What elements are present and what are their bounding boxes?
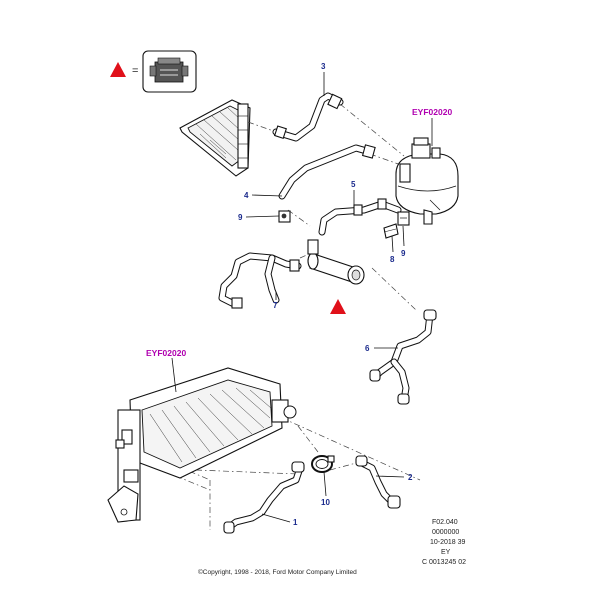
hose-1 [223, 461, 305, 534]
copyright-notice: ©Copyright, 1998 - 2018, Ford Motor Comp… [198, 568, 357, 576]
legend-equals-sign: = [132, 65, 138, 77]
clip-9-left [278, 210, 291, 223]
clamp-10 [311, 455, 335, 473]
hose-7 [218, 252, 302, 309]
reference-left: EYF02020 [146, 348, 186, 358]
expansion-tank [395, 137, 459, 225]
footer-info: F02.040 0000000 10-2018 39 EY C 0013245 … [422, 519, 466, 566]
callout-1: 1 [293, 518, 298, 527]
leader-lines [171, 72, 433, 523]
main-radiator-fins [149, 387, 272, 463]
footer-line-2: 0000000 [432, 529, 459, 536]
upper-radiator-panel [179, 99, 251, 177]
clip-9-right [397, 211, 410, 226]
intercooler-tube [307, 239, 365, 285]
main-radiator [107, 367, 297, 523]
footer-line-4: EY [441, 549, 451, 556]
callout-9-left: 9 [238, 213, 243, 222]
hose-4 [278, 144, 376, 200]
callout-labels: 3 4 5 9 9 8 7 6 1 2 10 [238, 62, 413, 527]
hose-3 [272, 92, 344, 142]
legend: = [110, 50, 197, 93]
hose-6 [369, 309, 437, 405]
callout-10: 10 [321, 498, 330, 507]
callout-3: 3 [321, 62, 326, 71]
callout-7: 7 [273, 301, 278, 310]
hose-5 [318, 198, 402, 236]
footer-line-1: F02.040 [432, 519, 458, 526]
upper-radiator-fins [195, 107, 242, 161]
footer-line-3: 10-2018 39 [430, 539, 466, 546]
reference-top-right: EYF02020 [412, 107, 452, 117]
callout-5: 5 [351, 180, 356, 189]
callout-2: 2 [408, 473, 413, 482]
hose-2 [355, 455, 401, 509]
footer-line-5: C 0013245 02 [422, 559, 466, 566]
legend-engine-box-icon [142, 50, 197, 93]
legend-warning-triangle-icon [110, 62, 126, 77]
bolt-8 [383, 223, 399, 239]
warning-triangle-icon [330, 299, 346, 314]
callout-8: 8 [390, 255, 395, 264]
callout-6: 6 [365, 344, 370, 353]
callout-9-right: 9 [401, 249, 406, 258]
callout-4: 4 [244, 191, 249, 200]
